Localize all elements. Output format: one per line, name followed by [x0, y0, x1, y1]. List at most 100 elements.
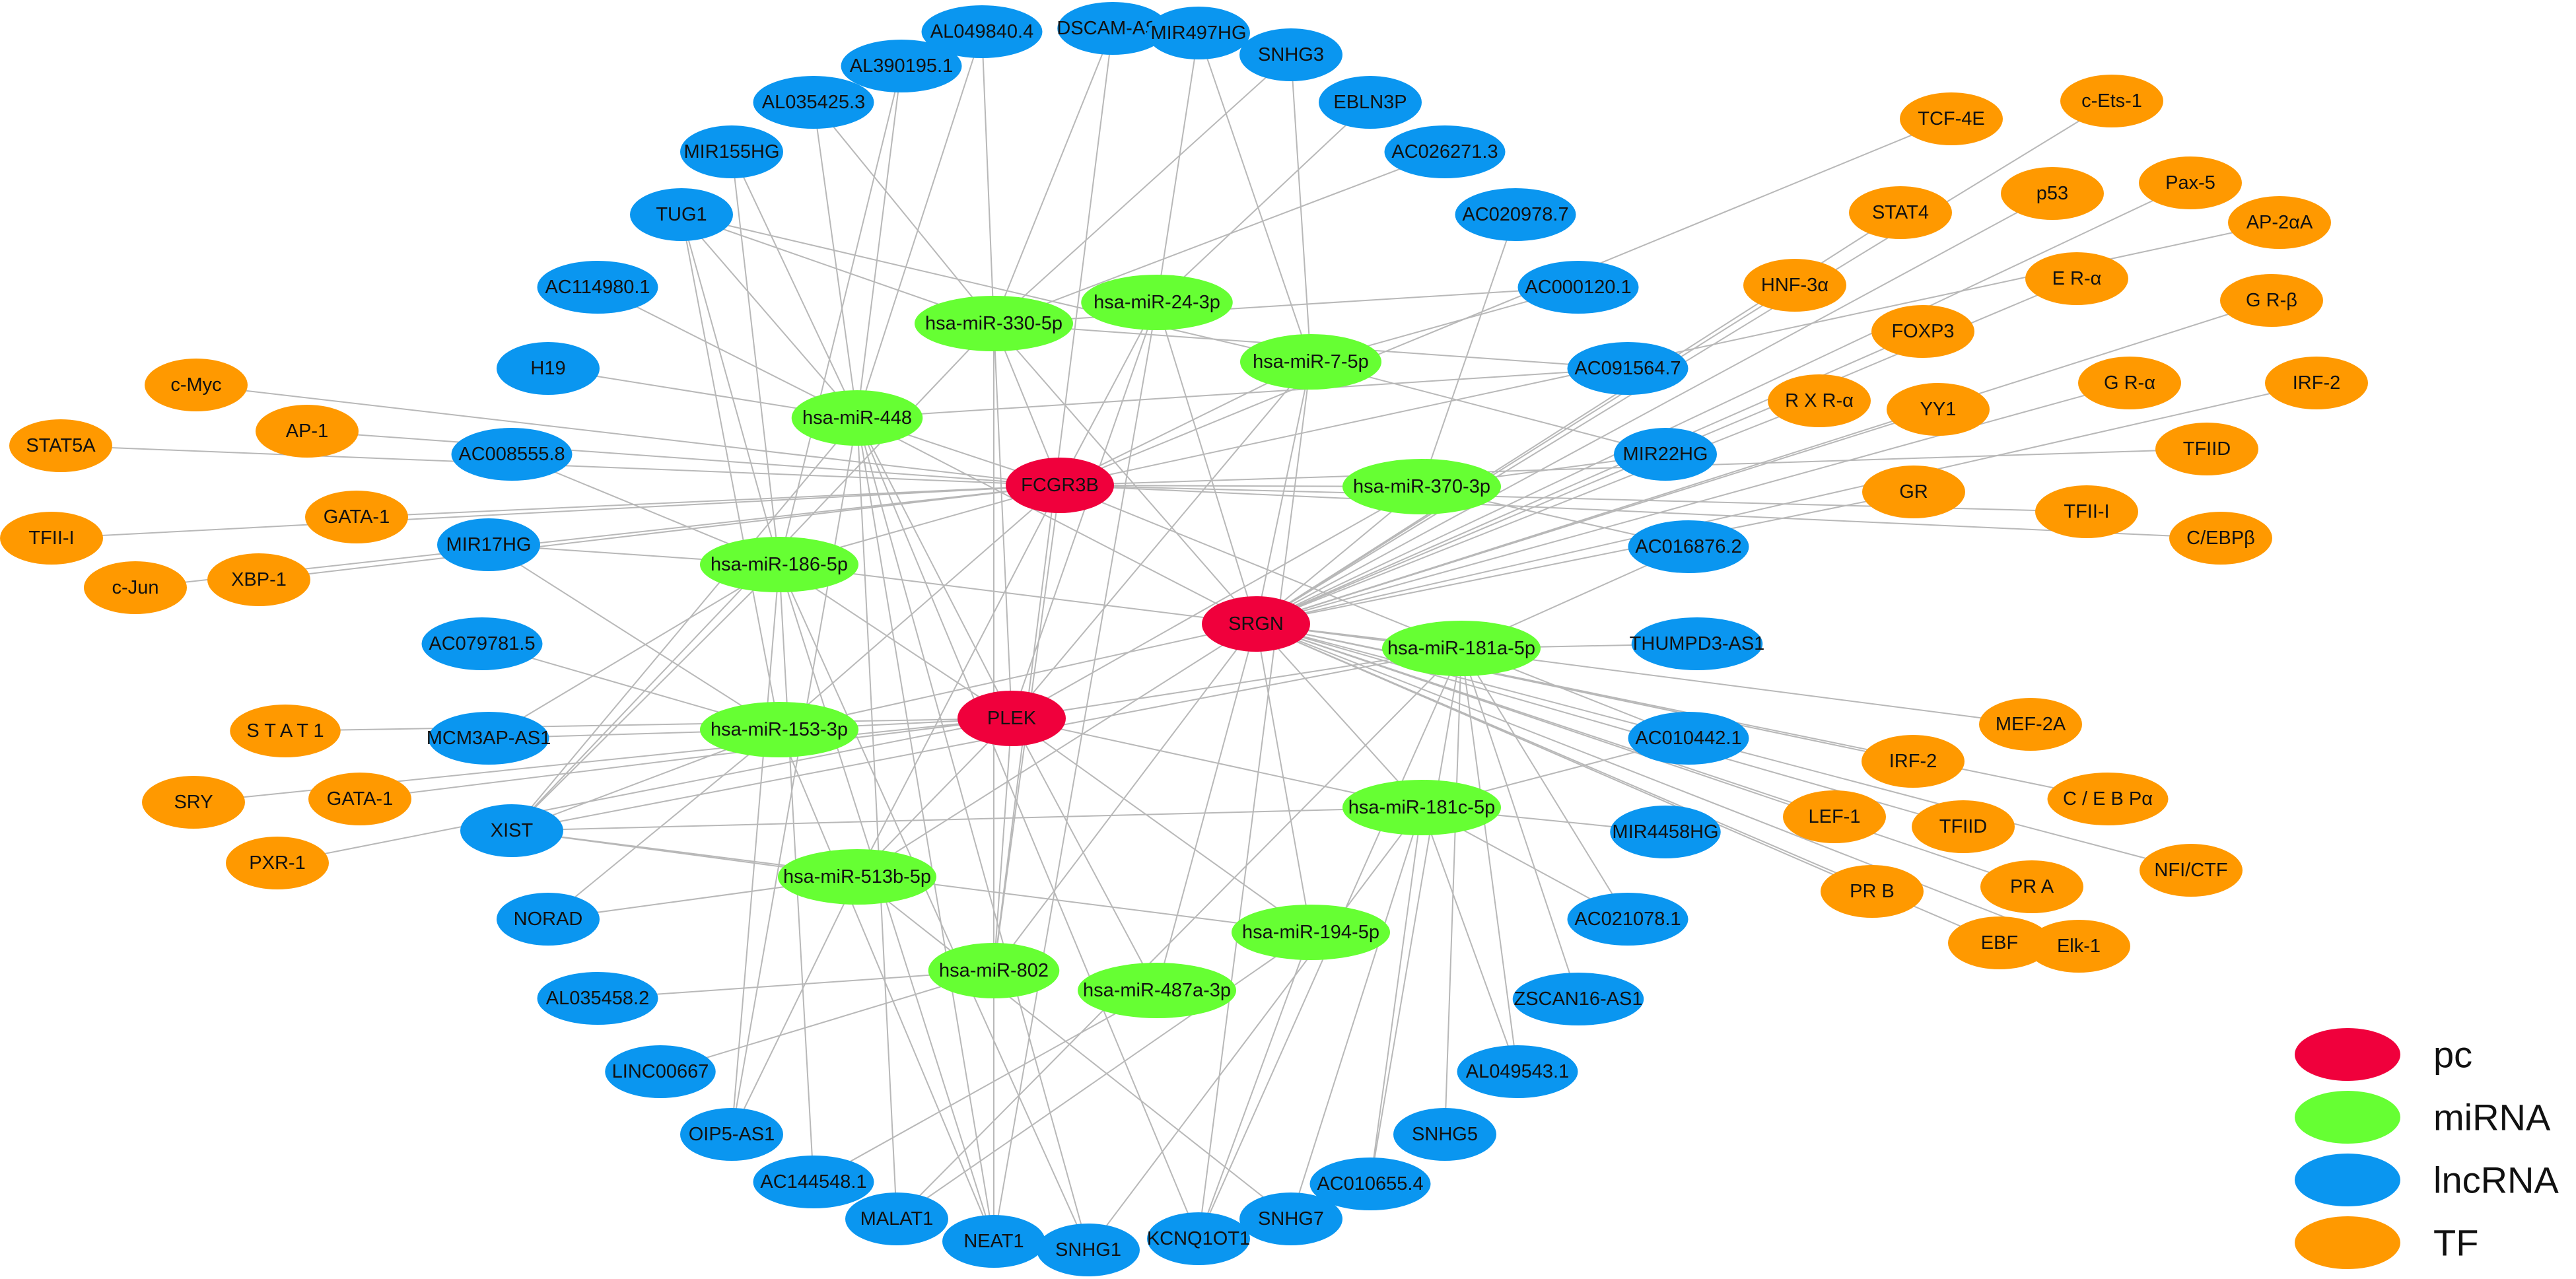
edge-MALAT1-miR181a: [896, 648, 1462, 1220]
node-label-AL035425: AL035425.3: [762, 92, 865, 113]
node-Elk1: Elk-1: [2027, 920, 2130, 973]
edge-AL049840-miR448: [856, 31, 983, 419]
node-RXRa: R X R-α: [1768, 374, 1871, 427]
edge-SNHG3-miR330: [993, 54, 1292, 324]
node-label-NEAT1: NEAT1: [963, 1231, 1024, 1252]
node-label-SNHG5: SNHG5: [1412, 1124, 1478, 1145]
node-STAT1: S T A T 1: [230, 705, 341, 757]
edge-RXRa-SRGN: [1255, 400, 1820, 625]
node-label-LEF1: LEF-1: [1809, 806, 1861, 827]
node-label-AC008555: AC008555.8: [458, 444, 565, 465]
node-shape-NEAT1: [942, 1215, 1045, 1268]
node-HNF3a: HNF-3α: [1743, 259, 1846, 312]
edge-SRGN-miR186: [779, 564, 1257, 625]
edge-layer: [51, 28, 2317, 1251]
node-miR153: hsa-miR-153-3p: [700, 702, 858, 757]
node-AL390195: AL390195.1: [841, 40, 962, 92]
node-PRA: PR A: [1980, 860, 2083, 913]
node-miR194: hsa-miR-194-5p: [1232, 905, 1390, 960]
legend-label-TF: TF: [2433, 1222, 2478, 1264]
node-shape-TUG1: [630, 188, 733, 241]
node-shape-PXR1: [226, 837, 329, 889]
node-shape-AC010655: [1309, 1158, 1431, 1210]
node-label-miR194: hsa-miR-194-5p: [1242, 922, 1379, 943]
node-label-miR181c: hsa-miR-181c-5p: [1348, 797, 1495, 818]
node-label-miR487a: hsa-miR-487a-3p: [1083, 980, 1231, 1001]
edge-PLEK-miR370: [1011, 486, 1422, 719]
edge-AC114980-miR448: [597, 287, 858, 419]
node-label-MIR22HG: MIR22HG: [1623, 444, 1708, 465]
edge-MIR155HG-miR186: [731, 151, 780, 565]
node-ZSCAN16: ZSCAN16-AS1: [1512, 973, 1644, 1025]
edge-SNHG7-miR513b: [856, 876, 1292, 1220]
node-label-AC016876: AC016876.2: [1635, 536, 1741, 557]
node-label-PRB: PR B: [1850, 881, 1895, 902]
node-shape-AC000120: [1517, 261, 1639, 314]
node-LEF1: LEF-1: [1783, 790, 1886, 843]
node-shape-miR487a: [1078, 963, 1236, 1018]
node-label-KCNQ1OT1: KCNQ1OT1: [1147, 1228, 1250, 1249]
edge-SRGN-miR7: [1255, 361, 1311, 625]
edge-XIST-miR186: [511, 564, 780, 831]
node-shape-NFICTF: [2140, 844, 2243, 897]
node-label-THUMPD3: THUMPD3-AS1: [1630, 633, 1765, 654]
edge-MIR497HG-miR7: [1198, 32, 1311, 363]
node-SNHG7: SNHG7: [1239, 1193, 1342, 1245]
edge-MCM3AP-miR186: [488, 564, 780, 739]
node-GATA1a: GATA-1: [305, 491, 408, 543]
node-shape-RXRa: [1768, 374, 1871, 427]
node-label-SRGN: SRGN: [1228, 613, 1284, 635]
node-AC008555: AC008555.8: [451, 428, 573, 481]
edge-SNHG1-miR448: [856, 417, 1089, 1251]
node-label-AC020978: AC020978.7: [1462, 204, 1568, 225]
node-shape-AL035458: [537, 972, 658, 1025]
edge-MIR155HG-miR448: [731, 151, 858, 419]
edge-SNHG1-miR186: [779, 564, 1089, 1251]
node-label-MIR497HG: MIR497HG: [1150, 22, 1246, 44]
node-p53: p53: [2001, 167, 2104, 220]
node-shape-SNHG7: [1239, 1193, 1342, 1245]
edge-FCGR3B-miR24: [1059, 302, 1158, 486]
node-label-YY1: YY1: [1920, 399, 1957, 420]
node-GRa: G R-α: [2078, 357, 2181, 409]
node-miR181a: hsa-miR-181a-5p: [1382, 621, 1541, 676]
node-label-AC010442: AC010442.1: [1635, 728, 1741, 749]
edge-MEF2A-SRGN: [1255, 623, 2031, 725]
node-shape-miR194: [1232, 905, 1390, 960]
node-PXR1: PXR-1: [226, 837, 329, 889]
node-label-PLEK: PLEK: [987, 708, 1037, 729]
node-MIR155HG: MIR155HG: [680, 125, 783, 178]
node-FCGR3B: FCGR3B: [1006, 458, 1114, 513]
edge-SRGN-miR448: [856, 417, 1257, 625]
edge-CEBPb-FCGR3B: [1059, 485, 2221, 539]
edge-XIST-miR448: [511, 417, 858, 831]
node-shape-AC091564: [1567, 342, 1688, 395]
edge-NEAT1-miR24: [993, 302, 1158, 1242]
node-shape-SRGN: [1202, 596, 1310, 652]
node-label-AC144548: AC144548.1: [760, 1171, 866, 1193]
node-shape-EBLN3P: [1319, 76, 1422, 129]
node-shape-ERa: [2025, 252, 2128, 305]
node-shape-miR448: [791, 390, 923, 446]
node-label-LINC00667: LINC00667: [612, 1061, 709, 1082]
node-shape-GATA1b: [308, 773, 411, 825]
edge-LINC00667-miR802: [660, 970, 994, 1072]
node-label-MIR4458HG: MIR4458HG: [1612, 821, 1718, 843]
node-label-HNF3a: HNF-3α: [1761, 275, 1828, 296]
node-XIST: XIST: [460, 804, 563, 857]
legend-item-lncRNA: lncRNA: [2295, 1154, 2559, 1206]
edge-PLEK-miR181c: [1011, 718, 1422, 808]
node-label-H19: H19: [530, 358, 565, 379]
edge-Pax5-SRGN: [1255, 182, 2191, 625]
node-label-AL049840: AL049840.4: [930, 21, 1033, 42]
node-shape-GATA1a: [305, 491, 408, 543]
node-label-TFIIDa: TFIID: [2183, 438, 2231, 460]
node-shape-KCNQ1OT1: [1147, 1212, 1250, 1265]
edge-PLEK-miR487a: [1011, 718, 1158, 991]
node-AC026271: AC026271.3: [1384, 125, 1506, 178]
node-AL035425: AL035425.3: [753, 76, 874, 129]
node-shape-TFIIb: [2035, 485, 2138, 538]
node-MIR497HG: MIR497HG: [1147, 7, 1250, 59]
node-AC000120: AC000120.1: [1517, 261, 1639, 314]
